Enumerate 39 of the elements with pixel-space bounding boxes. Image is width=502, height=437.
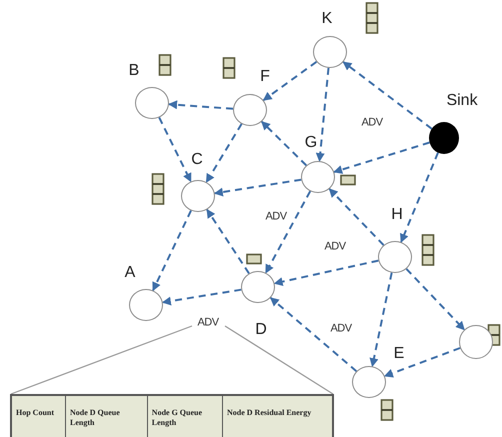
arrow <box>264 190 312 274</box>
arrow <box>370 272 393 368</box>
arrow <box>316 68 330 162</box>
leader-line <box>10 325 192 395</box>
message-label: ADV <box>265 212 287 222</box>
node-label: C <box>191 152 203 168</box>
node-circle <box>459 325 493 359</box>
arrow <box>328 188 384 246</box>
node-label: K <box>322 11 332 27</box>
arrow <box>274 260 379 286</box>
node-label: H <box>391 207 403 223</box>
arrow <box>206 208 250 274</box>
arrow <box>270 297 358 372</box>
node-label: G <box>304 135 318 151</box>
arrow <box>168 100 234 110</box>
arrow <box>400 152 439 243</box>
arrow <box>384 347 460 378</box>
data-table <box>10 394 334 437</box>
arrow <box>214 178 302 196</box>
node-label: F <box>260 69 270 85</box>
arrow <box>342 61 432 130</box>
node-label: E <box>394 346 404 362</box>
message-label: ADV <box>361 118 383 128</box>
arrow <box>152 210 192 292</box>
message-label: ADV <box>330 324 352 334</box>
node-label: B <box>128 63 140 79</box>
arrow <box>158 117 192 182</box>
node-label: D <box>255 322 267 338</box>
arrow <box>406 268 466 330</box>
leader-line <box>224 326 334 394</box>
message-label: ADV <box>324 242 346 252</box>
arrow <box>162 288 242 306</box>
arrow <box>333 142 430 174</box>
message-label: ADV <box>197 318 219 328</box>
arrow <box>262 61 318 101</box>
node-label: A <box>124 265 136 281</box>
node-label: Sink <box>446 93 478 109</box>
arrow <box>261 120 307 166</box>
arrow <box>206 123 242 183</box>
